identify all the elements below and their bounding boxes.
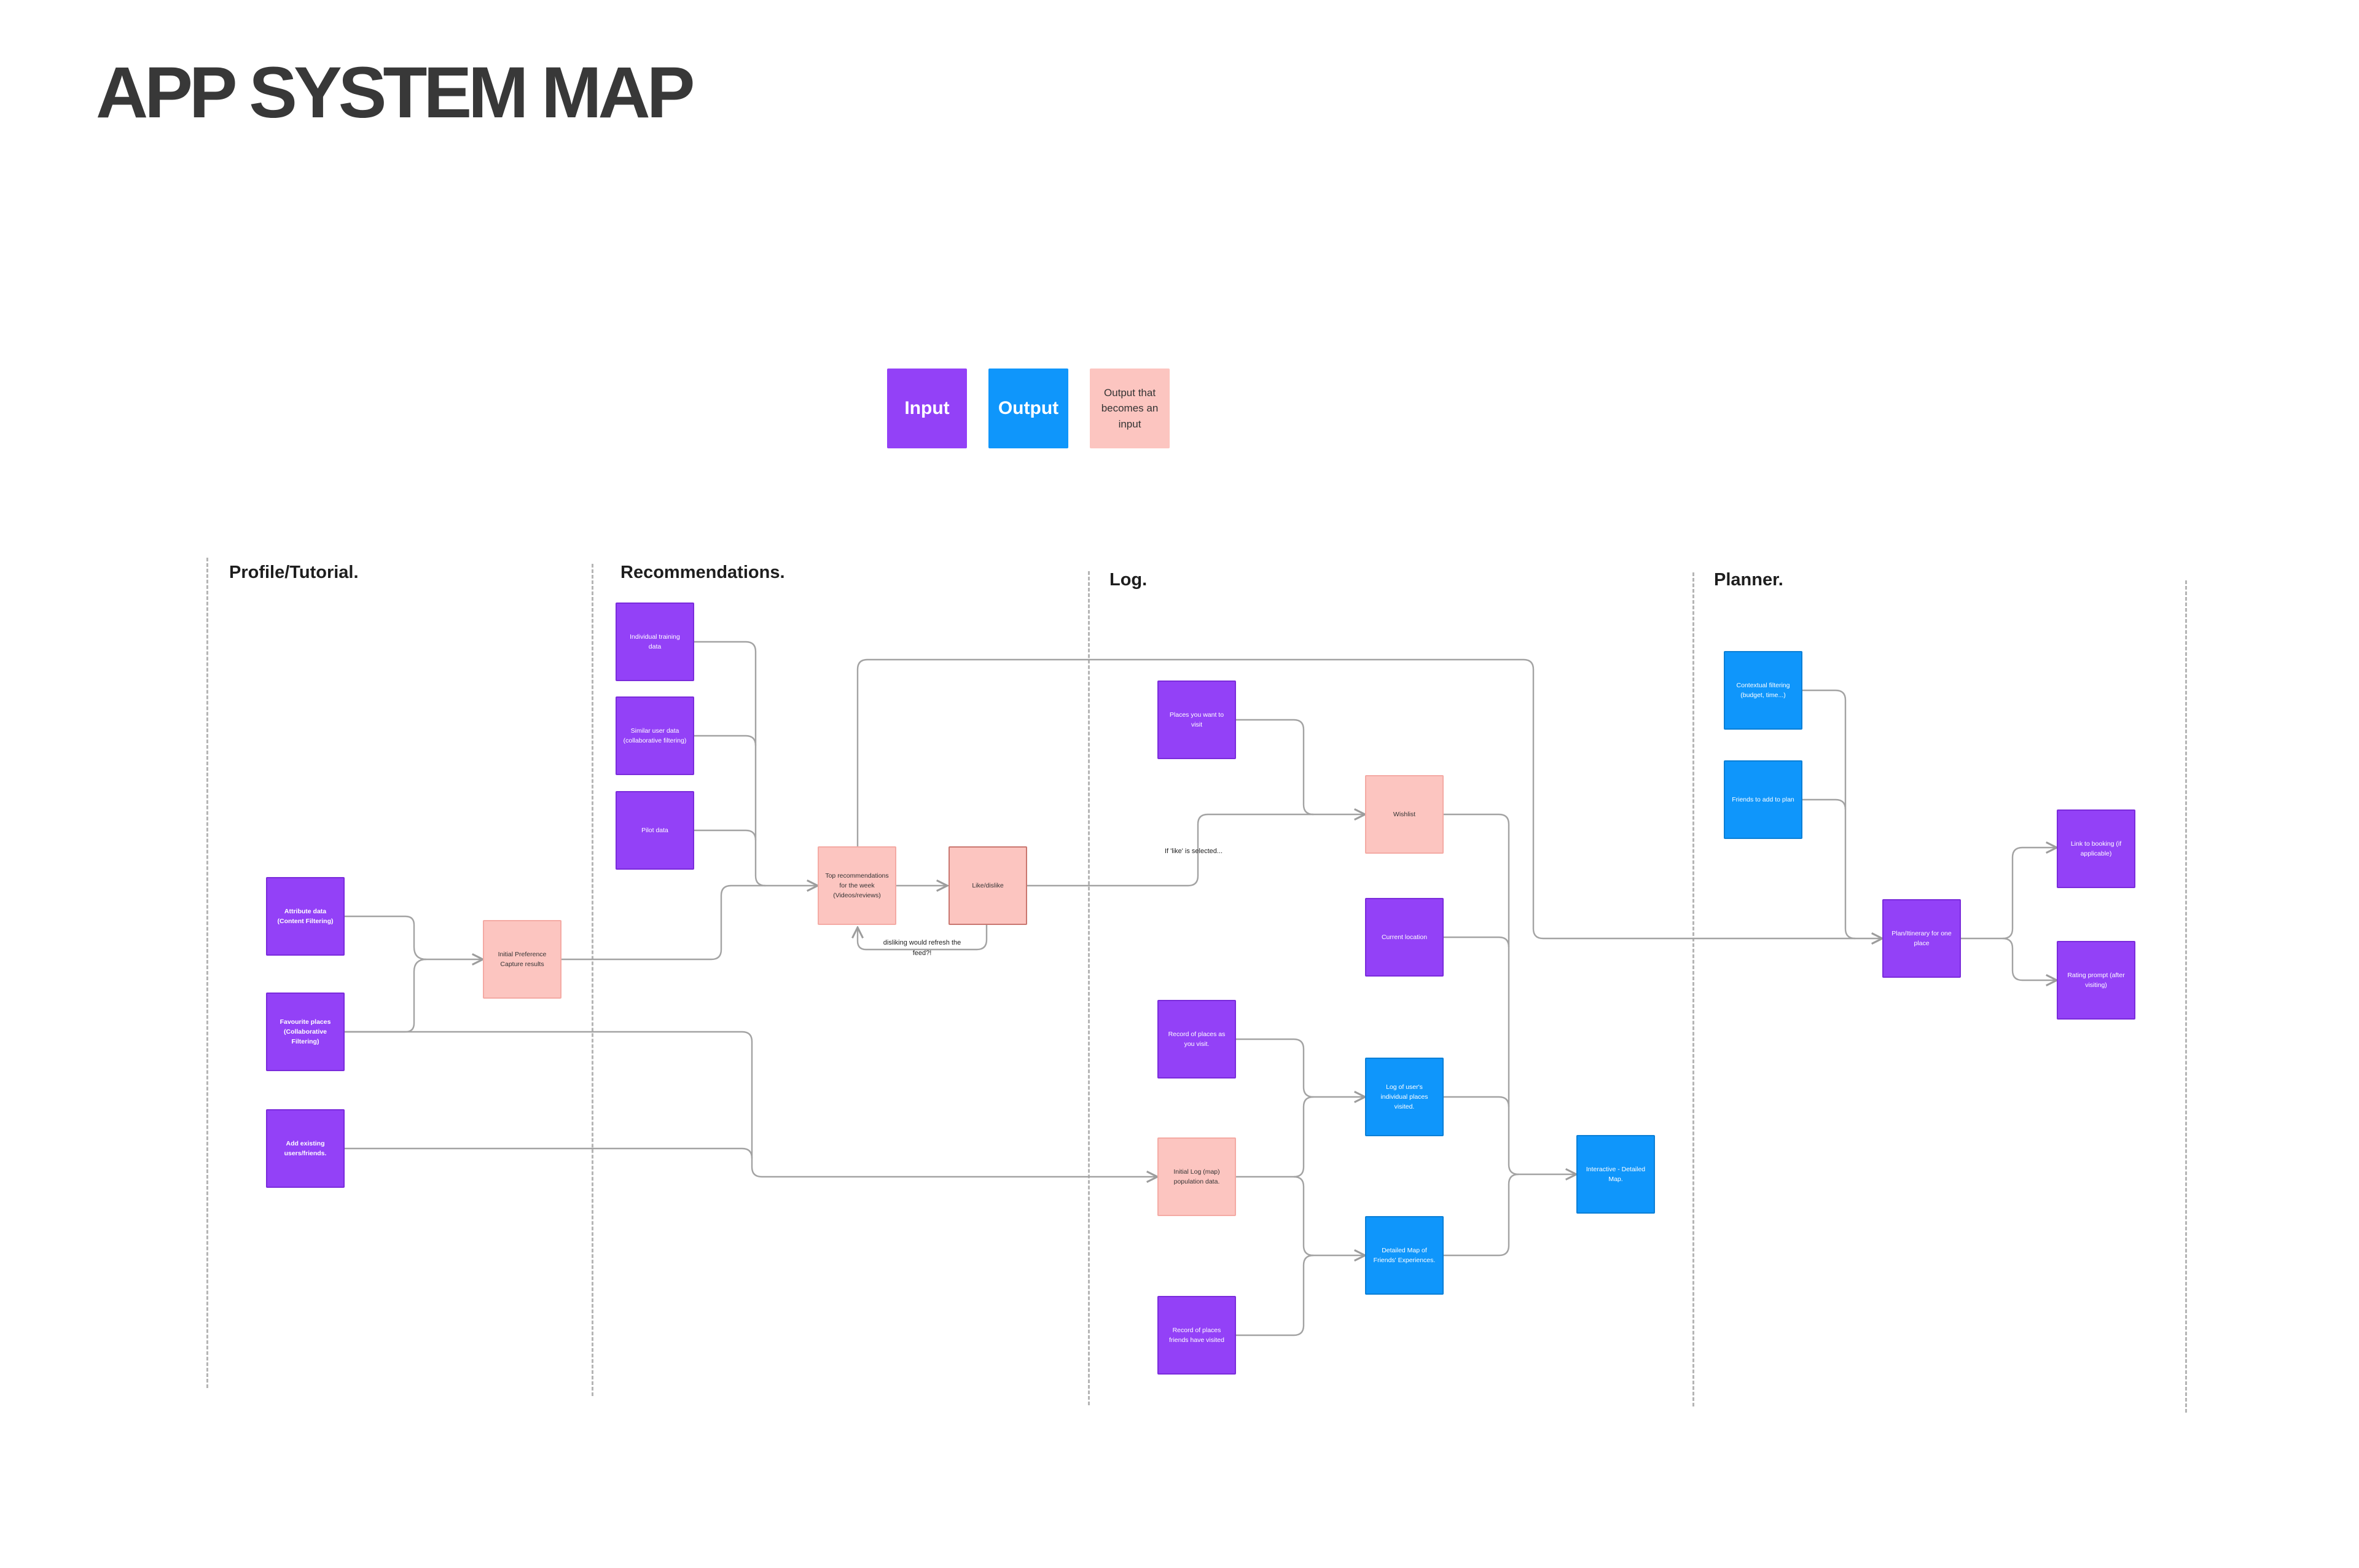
node-top-recommendations[interactable]: Top recommendations for the week (Videos… [818, 846, 896, 925]
divider-1 [206, 558, 208, 1388]
node-like-dislike[interactable]: Like/dislike [949, 846, 1027, 925]
note-if-like: If 'like' is selected... [1165, 848, 1223, 855]
node-rating-prompt[interactable]: Rating prompt (after visiting) [2057, 941, 2135, 1020]
node-detailed-map-friends[interactable]: Detailed Map of Friends' Experiences. [1365, 1216, 1444, 1295]
node-favourite-places[interactable]: Favourite places (Collaborative Filterin… [266, 993, 345, 1071]
node-individual-training[interactable]: Individual training data [616, 603, 694, 681]
node-similar-user[interactable]: Similar user data (collaborative filteri… [616, 696, 694, 775]
legend-input: Input [887, 369, 967, 448]
node-contextual-filtering[interactable]: Contextual filtering (budget, time...) [1724, 651, 1802, 730]
node-add-existing-users[interactable]: Add existing users/friends. [266, 1109, 345, 1188]
node-log-user-places[interactable]: Log of user's individual places visited. [1365, 1058, 1444, 1136]
node-initial-log[interactable]: Initial Log (map) population data. [1157, 1137, 1236, 1216]
divider-4 [1692, 572, 1694, 1406]
node-places-to-visit[interactable]: Places you want to visit [1157, 681, 1236, 759]
node-plan-itinerary[interactable]: Plan/Itinerary for one place [1882, 899, 1961, 978]
section-log: Log. [1109, 570, 1148, 590]
legend-output-input: Output that becomes an input [1090, 369, 1170, 448]
page-title: APP SYSTEM MAP [96, 52, 695, 133]
divider-5 [2185, 580, 2187, 1413]
legend-output: Output [988, 369, 1068, 448]
section-recommendations: Recommendations. [620, 563, 785, 582]
node-current-location[interactable]: Current location [1365, 898, 1444, 977]
node-initial-preference[interactable]: Initial Preference Capture results [483, 920, 561, 999]
node-link-booking[interactable]: Link to booking (if applicable) [2057, 809, 2135, 888]
node-friends-to-plan[interactable]: Friends to add to plan [1724, 760, 1802, 839]
node-record-friends-visited[interactable]: Record of places friends have visited [1157, 1296, 1236, 1375]
node-interactive-map[interactable]: Interactive - Detailed Map. [1576, 1135, 1655, 1214]
node-record-places-visit[interactable]: Record of places as you visit. [1157, 1000, 1236, 1078]
node-wishlist[interactable]: Wishlist [1365, 775, 1444, 854]
note-disliking: disliking would refresh the feed?! [883, 939, 961, 957]
node-attribute-data[interactable]: Attribute data (Content Filtering) [266, 877, 345, 956]
node-pilot-data[interactable]: Pilot data [616, 791, 694, 870]
section-planner: Planner. [1714, 570, 1783, 590]
section-profile-tutorial: Profile/Tutorial. [229, 563, 359, 582]
divider-2 [592, 564, 593, 1396]
divider-3 [1088, 571, 1090, 1405]
